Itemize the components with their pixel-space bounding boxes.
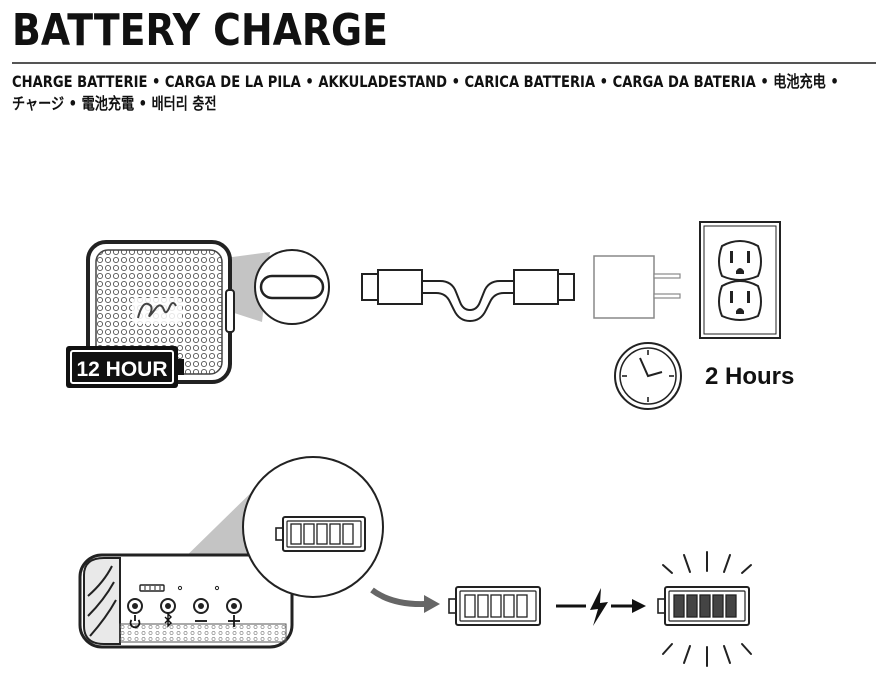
subtitle-line-2: チャージ • 電池充電 • 배터리 충전 (12, 94, 217, 113)
battery-magnifier (242, 456, 384, 598)
speaker-side-port (225, 289, 235, 333)
battery-empty-icon (448, 586, 541, 626)
badge-inner-border (70, 350, 174, 384)
page-title: BATTERY CHARGE (12, 5, 388, 56)
power-adapter-icon (593, 255, 681, 319)
magnified-battery-icon (275, 516, 366, 552)
adapter-prong-bottom (653, 293, 681, 299)
cable-cord-bottom (422, 292, 514, 323)
full-battery-segments (673, 594, 737, 618)
subtitle-line-1: CHARGE BATTERIE • CARGA DE LA PILA • AKK… (12, 72, 839, 91)
empty-battery-segments (464, 594, 528, 618)
charging-arrow (556, 588, 646, 626)
cable-plug-left-head (361, 273, 379, 301)
outlet-socket-top (718, 240, 762, 281)
title-divider (12, 62, 876, 64)
playtime-badge: 12 HOUR (66, 346, 184, 388)
adapter-body (593, 255, 655, 319)
clock-ticks (622, 350, 674, 402)
badge-outer (66, 346, 178, 388)
multilingual-subtitle: CHARGE BATTERIE • CARGA DE LA PILA • AKK… (12, 71, 839, 115)
cable-cord-top (422, 280, 514, 312)
power-button-dot (132, 603, 138, 609)
wall-outlet-icon (699, 221, 781, 339)
led-indicator-strip (139, 584, 165, 592)
volume-down-button-dot (198, 603, 204, 609)
status-light (214, 585, 220, 591)
battery-full-icon (657, 551, 752, 667)
lightning-bolt-icon (590, 588, 608, 626)
clock-hands (639, 357, 663, 378)
cable-plug-left-body (377, 269, 423, 305)
battery-glow-rays (662, 551, 752, 667)
bluetooth-icon (164, 612, 172, 628)
arrow-head (632, 599, 646, 613)
cable-plug-right-body (513, 269, 559, 305)
cable-plug-right-head (557, 273, 575, 301)
clock-icon (614, 342, 682, 410)
led-indicator-segments (144, 586, 161, 590)
endcap-strap-lines (87, 565, 117, 637)
bluetooth-button-dot (165, 603, 171, 609)
brand-logo (132, 298, 182, 324)
magnified-battery-segments (290, 523, 354, 545)
callout-arrow-head (424, 595, 440, 613)
adapter-prong-top (653, 273, 681, 279)
speaker-top-view (78, 553, 294, 649)
speaker-bottom-grille (119, 623, 287, 643)
charge-time-label: 2 Hours (705, 363, 794, 390)
callout-arrow (370, 587, 426, 608)
mic-hole (177, 585, 183, 591)
usb-c-cable-icon (361, 269, 575, 323)
volume-up-button-dot (231, 603, 237, 609)
power-icon (129, 619, 141, 629)
outlet-socket-bottom (718, 280, 762, 321)
usb-c-port-callout (254, 249, 330, 325)
badge-battery-tip (178, 359, 184, 375)
usb-c-port-icon (259, 274, 325, 300)
playtime-badge-label: 12 HOUR (76, 358, 167, 381)
